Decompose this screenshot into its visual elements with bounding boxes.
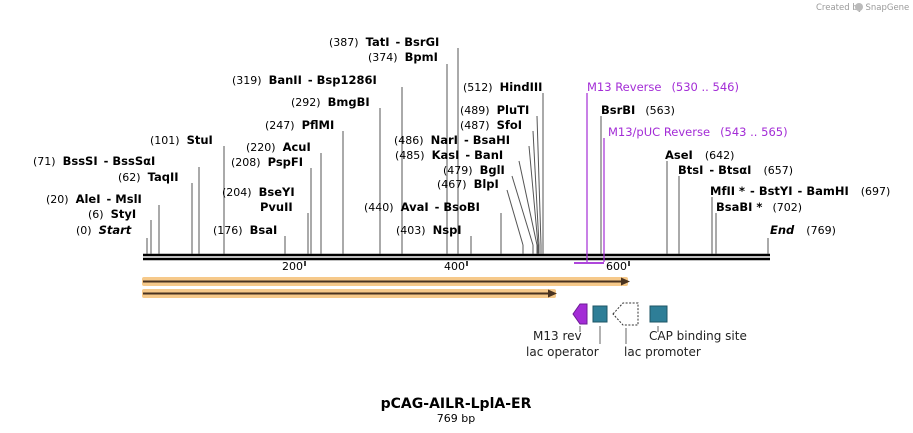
primer-m13-reverse-label[interactable]: M13 Reverse(530 .. 546) bbox=[587, 80, 739, 94]
site-hindiii: (512)HindIII bbox=[463, 80, 542, 94]
site-bsrbi: BsrBI(563) bbox=[601, 103, 675, 117]
tick-nari bbox=[528, 145, 539, 246]
site-banii: (319)BanII-Bsp1286I bbox=[232, 73, 377, 87]
site-tati: (387)TatI-BsrGI bbox=[329, 35, 439, 49]
site-alei: (20)AleI-MslI bbox=[46, 192, 142, 206]
site-bpmi: (374)BpmI bbox=[368, 50, 438, 64]
site-avai: (440)AvaI-BsoBI bbox=[364, 200, 480, 214]
tick-bgli bbox=[511, 175, 534, 246]
site-start: (0)Start bbox=[76, 223, 132, 237]
snapgene-logo-icon bbox=[855, 3, 863, 11]
tick-sfoi bbox=[532, 130, 540, 246]
site-bsssi: (71)BssSI-BssSαI bbox=[33, 154, 155, 168]
site-styi: (6)StyI bbox=[88, 207, 136, 221]
cap-binding-site-box-icon[interactable] bbox=[649, 305, 668, 323]
lac-promoter-arrow-icon[interactable] bbox=[612, 302, 639, 326]
site-sfoi: (487)SfoI bbox=[460, 118, 522, 132]
site-kasi: (485)KasI-BanI bbox=[395, 148, 503, 162]
site-btsi: BtsI-BtsαI(657) bbox=[678, 163, 793, 177]
site-pflmi: (247)PflMI bbox=[265, 118, 334, 132]
m13-rev-label: M13 rev bbox=[533, 329, 582, 343]
scale-label-400: 400 bbox=[444, 260, 465, 273]
lac-operator-box-icon[interactable] bbox=[592, 305, 608, 323]
scale-label-200: 200 bbox=[282, 260, 303, 273]
site-bsai: (176)BsaI bbox=[213, 223, 277, 237]
lac-promoter-label: lac promoter bbox=[624, 345, 701, 359]
site-nspi: (403)NspI bbox=[396, 223, 462, 237]
backbone: 200 400 600 bbox=[143, 253, 770, 273]
sequence-length: 769 bp bbox=[437, 412, 475, 425]
orf-2-arrowhead-icon bbox=[548, 289, 557, 298]
site-bmgbi: (292)BmgBI bbox=[291, 95, 370, 109]
tick-kasi bbox=[518, 160, 538, 246]
m13-rev-arrow-icon[interactable] bbox=[572, 303, 588, 325]
snapgene-watermark: Created by SnapGene bbox=[816, 3, 909, 13]
cap-binding-site-label: CAP binding site bbox=[649, 329, 747, 343]
tick-pluti bbox=[536, 115, 542, 246]
site-stui: (101)StuI bbox=[150, 133, 213, 147]
features: M13 rev lac operator lac promoter CAP bi… bbox=[526, 302, 747, 359]
site-labels: (0)Start (6)StyI (20)AleI-MslI (62)TaqII… bbox=[33, 35, 890, 237]
site-ticks bbox=[146, 48, 769, 254]
site-bsabi: BsaBI *(702) bbox=[716, 200, 802, 214]
lac-operator-label: lac operator bbox=[526, 345, 599, 359]
orf-arrows bbox=[142, 277, 630, 298]
primer-m13puc-reverse-label[interactable]: M13/pUC Reverse(543 .. 565) bbox=[608, 125, 788, 139]
site-end: End(769) bbox=[770, 223, 836, 237]
site-pluti: (489)PluTI bbox=[460, 103, 529, 117]
tick-blpi bbox=[506, 189, 524, 246]
site-mfii: MfII *-BstYI-BamHI(697) bbox=[710, 184, 890, 198]
orf-1-arrowhead-icon bbox=[621, 277, 630, 286]
site-bgli: (479)BglI bbox=[443, 163, 505, 177]
site-nari: (486)NarI-BsaHI bbox=[394, 133, 510, 147]
site-pspfi: (208)PspFI bbox=[231, 155, 303, 169]
site-asei: AseI(642) bbox=[665, 148, 734, 162]
site-taqii: (62)TaqII bbox=[118, 170, 179, 184]
site-acui: (220)AcuI bbox=[246, 140, 311, 154]
primers: M13 Reverse(530 .. 546) M13/pUC Reverse(… bbox=[574, 80, 788, 264]
scale-label-600: 600 bbox=[606, 260, 627, 273]
site-blpi: (467)BlpI bbox=[437, 177, 499, 191]
site-bseyi: (204)BseYI bbox=[222, 185, 295, 199]
sequence-title: pCAG-AILR-LplA-ER bbox=[381, 396, 532, 412]
site-pvuii: PvuII bbox=[260, 200, 293, 214]
